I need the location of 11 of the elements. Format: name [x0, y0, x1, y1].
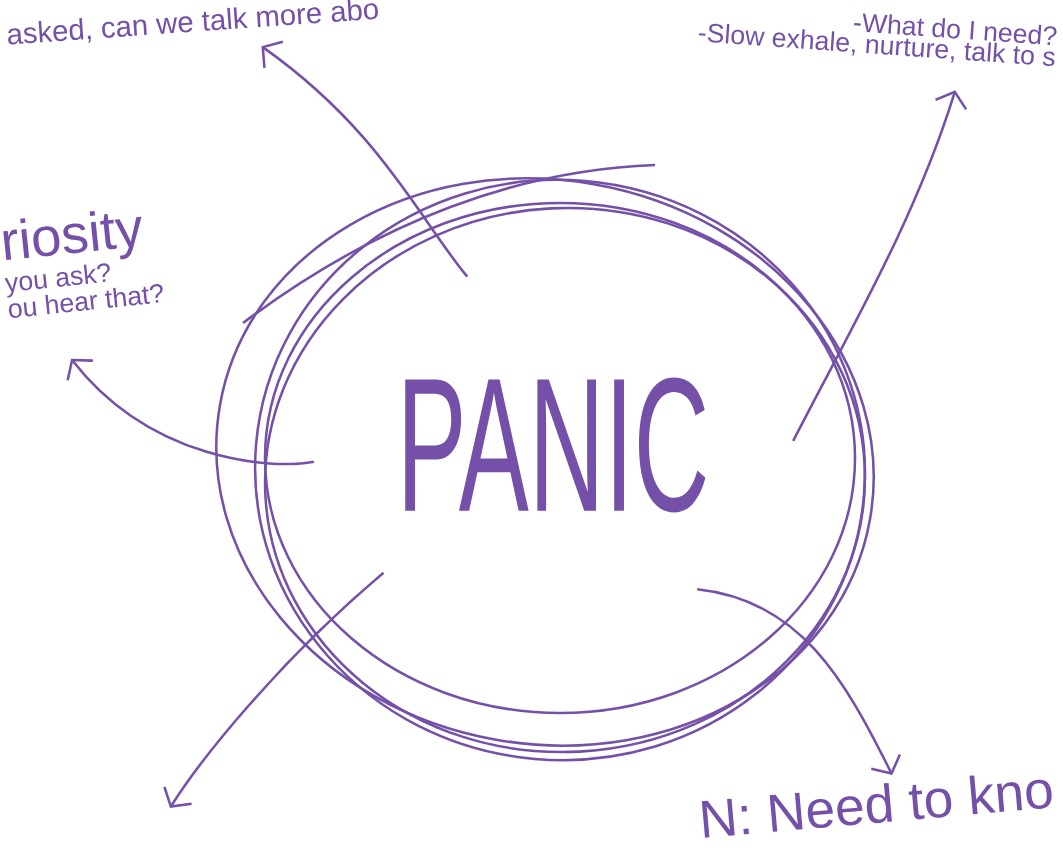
text-note: -What do I need? -Slow exhale, nurture, talk to s: [698, 13, 1057, 67]
scribbled-circle: [215, 163, 875, 762]
arrow: [163, 571, 385, 808]
text-note: N: Need to kno: [701, 775, 1052, 838]
arrow: [697, 587, 902, 775]
arrow: [66, 358, 314, 466]
arrow: [792, 90, 968, 442]
panic-label: PANIC: [405, 377, 706, 513]
text-note: riosity you ask? ou hear that?: [3, 211, 163, 318]
text-note: asked, can we talk more abo: [8, 0, 378, 45]
arrow: [261, 40, 469, 278]
